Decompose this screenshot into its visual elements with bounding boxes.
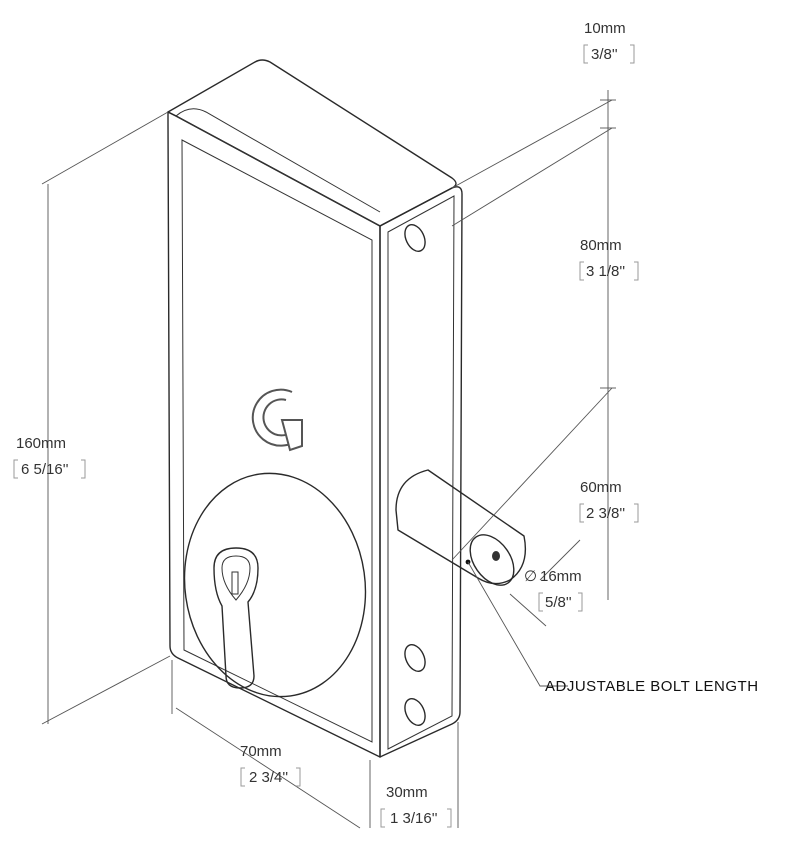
dimension-width: 70mm 2 3/4'': [240, 743, 301, 787]
dim-bolt-offset-mm: 60mm: [580, 479, 622, 496]
dim-bolt-diameter-mm: 16mm: [540, 568, 582, 585]
callout-leader-line: [467, 561, 568, 687]
brand-logo-icon: [251, 388, 303, 452]
dim-height-mm: 160mm: [16, 435, 66, 452]
mounting-hole-top: [404, 224, 426, 252]
dim-height-in: 6 5/16'': [21, 461, 69, 478]
callout-adjustable-bolt-length: ADJUSTABLE BOLT LENGTH: [545, 678, 759, 695]
dim-width-in: 2 3/4'': [249, 769, 288, 786]
mounting-hole-middle: [404, 644, 426, 672]
width-dimension-line: [171, 660, 361, 829]
bolt-diameter-dimension-line: [509, 539, 581, 627]
dim-top-gap-in: 3/8'': [591, 46, 618, 63]
dim-hole-spacing-in: 3 1/8'': [586, 263, 625, 280]
dimension-depth: 30mm 1 3/16'': [380, 784, 452, 828]
escutcheon-plate: [183, 472, 367, 698]
dim-width-mm: 70mm: [240, 743, 282, 760]
height-dimension-line: [41, 111, 171, 725]
dimension-bolt-offset: 60mm 2 3/8'': [579, 479, 639, 523]
lock-body: [167, 59, 463, 758]
dim-top-gap-mm: 10mm: [584, 20, 626, 37]
dim-depth-in: 1 3/16'': [390, 810, 438, 827]
dim-depth-mm: 30mm: [386, 784, 428, 801]
dim-bolt-offset-in: 2 3/8'': [586, 505, 625, 522]
vertical-dimension-line: [451, 90, 616, 600]
euro-cylinder: [213, 547, 259, 689]
dimension-hole-spacing: 80mm 3 1/8'': [579, 237, 639, 281]
dim-hole-spacing-mm: 80mm: [580, 237, 622, 254]
mounting-hole-bottom: [404, 698, 426, 726]
dim-bolt-diameter-symbol: ∅: [524, 568, 537, 585]
dimension-top-gap: 10mm 3/8'': [583, 20, 635, 64]
depth-dimension-line: [369, 722, 459, 828]
dim-bolt-diameter-in: 5/8'': [545, 594, 572, 611]
dimension-bolt-diameter: ∅ 16mm 5/8'': [524, 568, 583, 612]
dimension-height: 160mm 6 5/16'': [13, 435, 86, 479]
